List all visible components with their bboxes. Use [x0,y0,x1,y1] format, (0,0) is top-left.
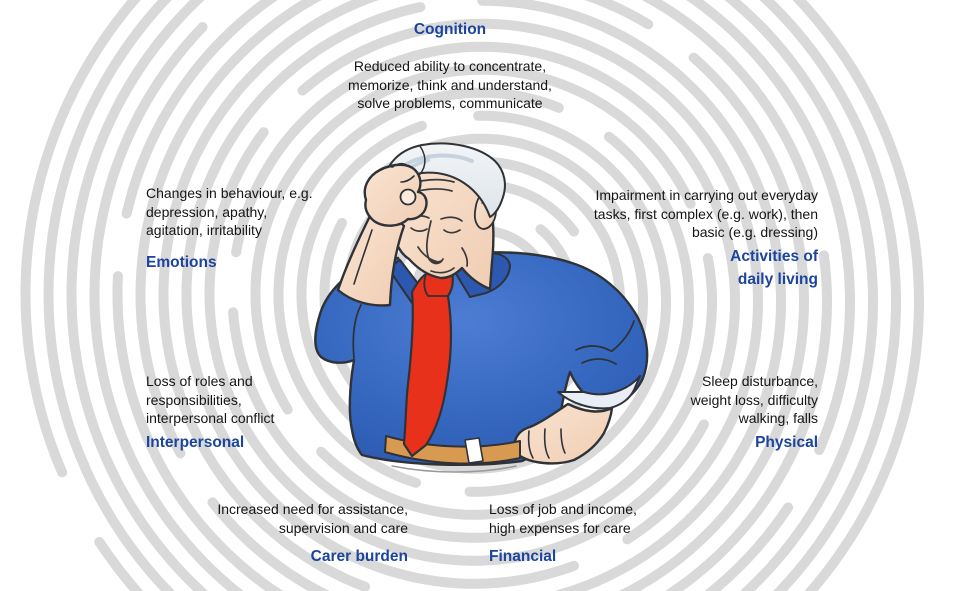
description-cognition: Reduced ability to concentrate, memorize… [348,58,552,111]
sleeve-fold-right-2 [581,358,617,365]
nostril [428,258,442,264]
brow-right [440,216,463,222]
heading-financial: Financial [489,548,557,565]
heading-cognition: Cognition [413,21,487,38]
belt [384,435,521,465]
heading-physical: Physical [755,434,818,451]
curled-finger [399,188,417,206]
sleeve-fold-right-3 [611,320,635,352]
belt-loop [464,437,484,464]
eye-right-closed [443,229,461,234]
sleeve-fold-right-1 [575,345,612,352]
heading-emotions: Emotions [146,254,217,271]
shirt [314,251,649,467]
sleeve-crease-left [352,304,362,359]
tie-knot-line [423,273,449,297]
fist [363,163,428,227]
rolled-cuff-right [557,375,641,410]
heading-interpersonal: Interpersonal [146,434,245,451]
knuckle-line-2 [393,162,409,167]
forearm-tendon-line [353,229,373,285]
waist-line [391,465,517,473]
hip-finger-line-3 [560,428,566,454]
description-activities-of-daily-living: Impairment in carrying out everyday task… [593,187,818,240]
heading-activities-of-daily-living: Activities of daily living [730,248,818,288]
description-physical: Sleep disturbance, weight loss, difficul… [690,373,818,426]
nasolabial-fold [417,246,439,263]
description-emotions: Changes in behaviour, e.g. depression, a… [146,185,313,238]
eye-left-closed [410,227,428,232]
thumb-line [400,175,415,183]
mouth [430,267,455,274]
description-financial: Loss of job and income, high expenses fo… [489,501,637,536]
cheek-line [461,247,469,267]
heading-carer-burden: Carer burden [310,548,408,565]
knuckle-line-1 [375,165,394,173]
description-interpersonal: Loss of roles and responsibilities, inte… [146,373,275,426]
hip-finger-line-2 [543,428,550,459]
hip-finger-line-1 [527,430,534,459]
description-carer-burden: Increased need for assistance, supervisi… [217,501,408,536]
